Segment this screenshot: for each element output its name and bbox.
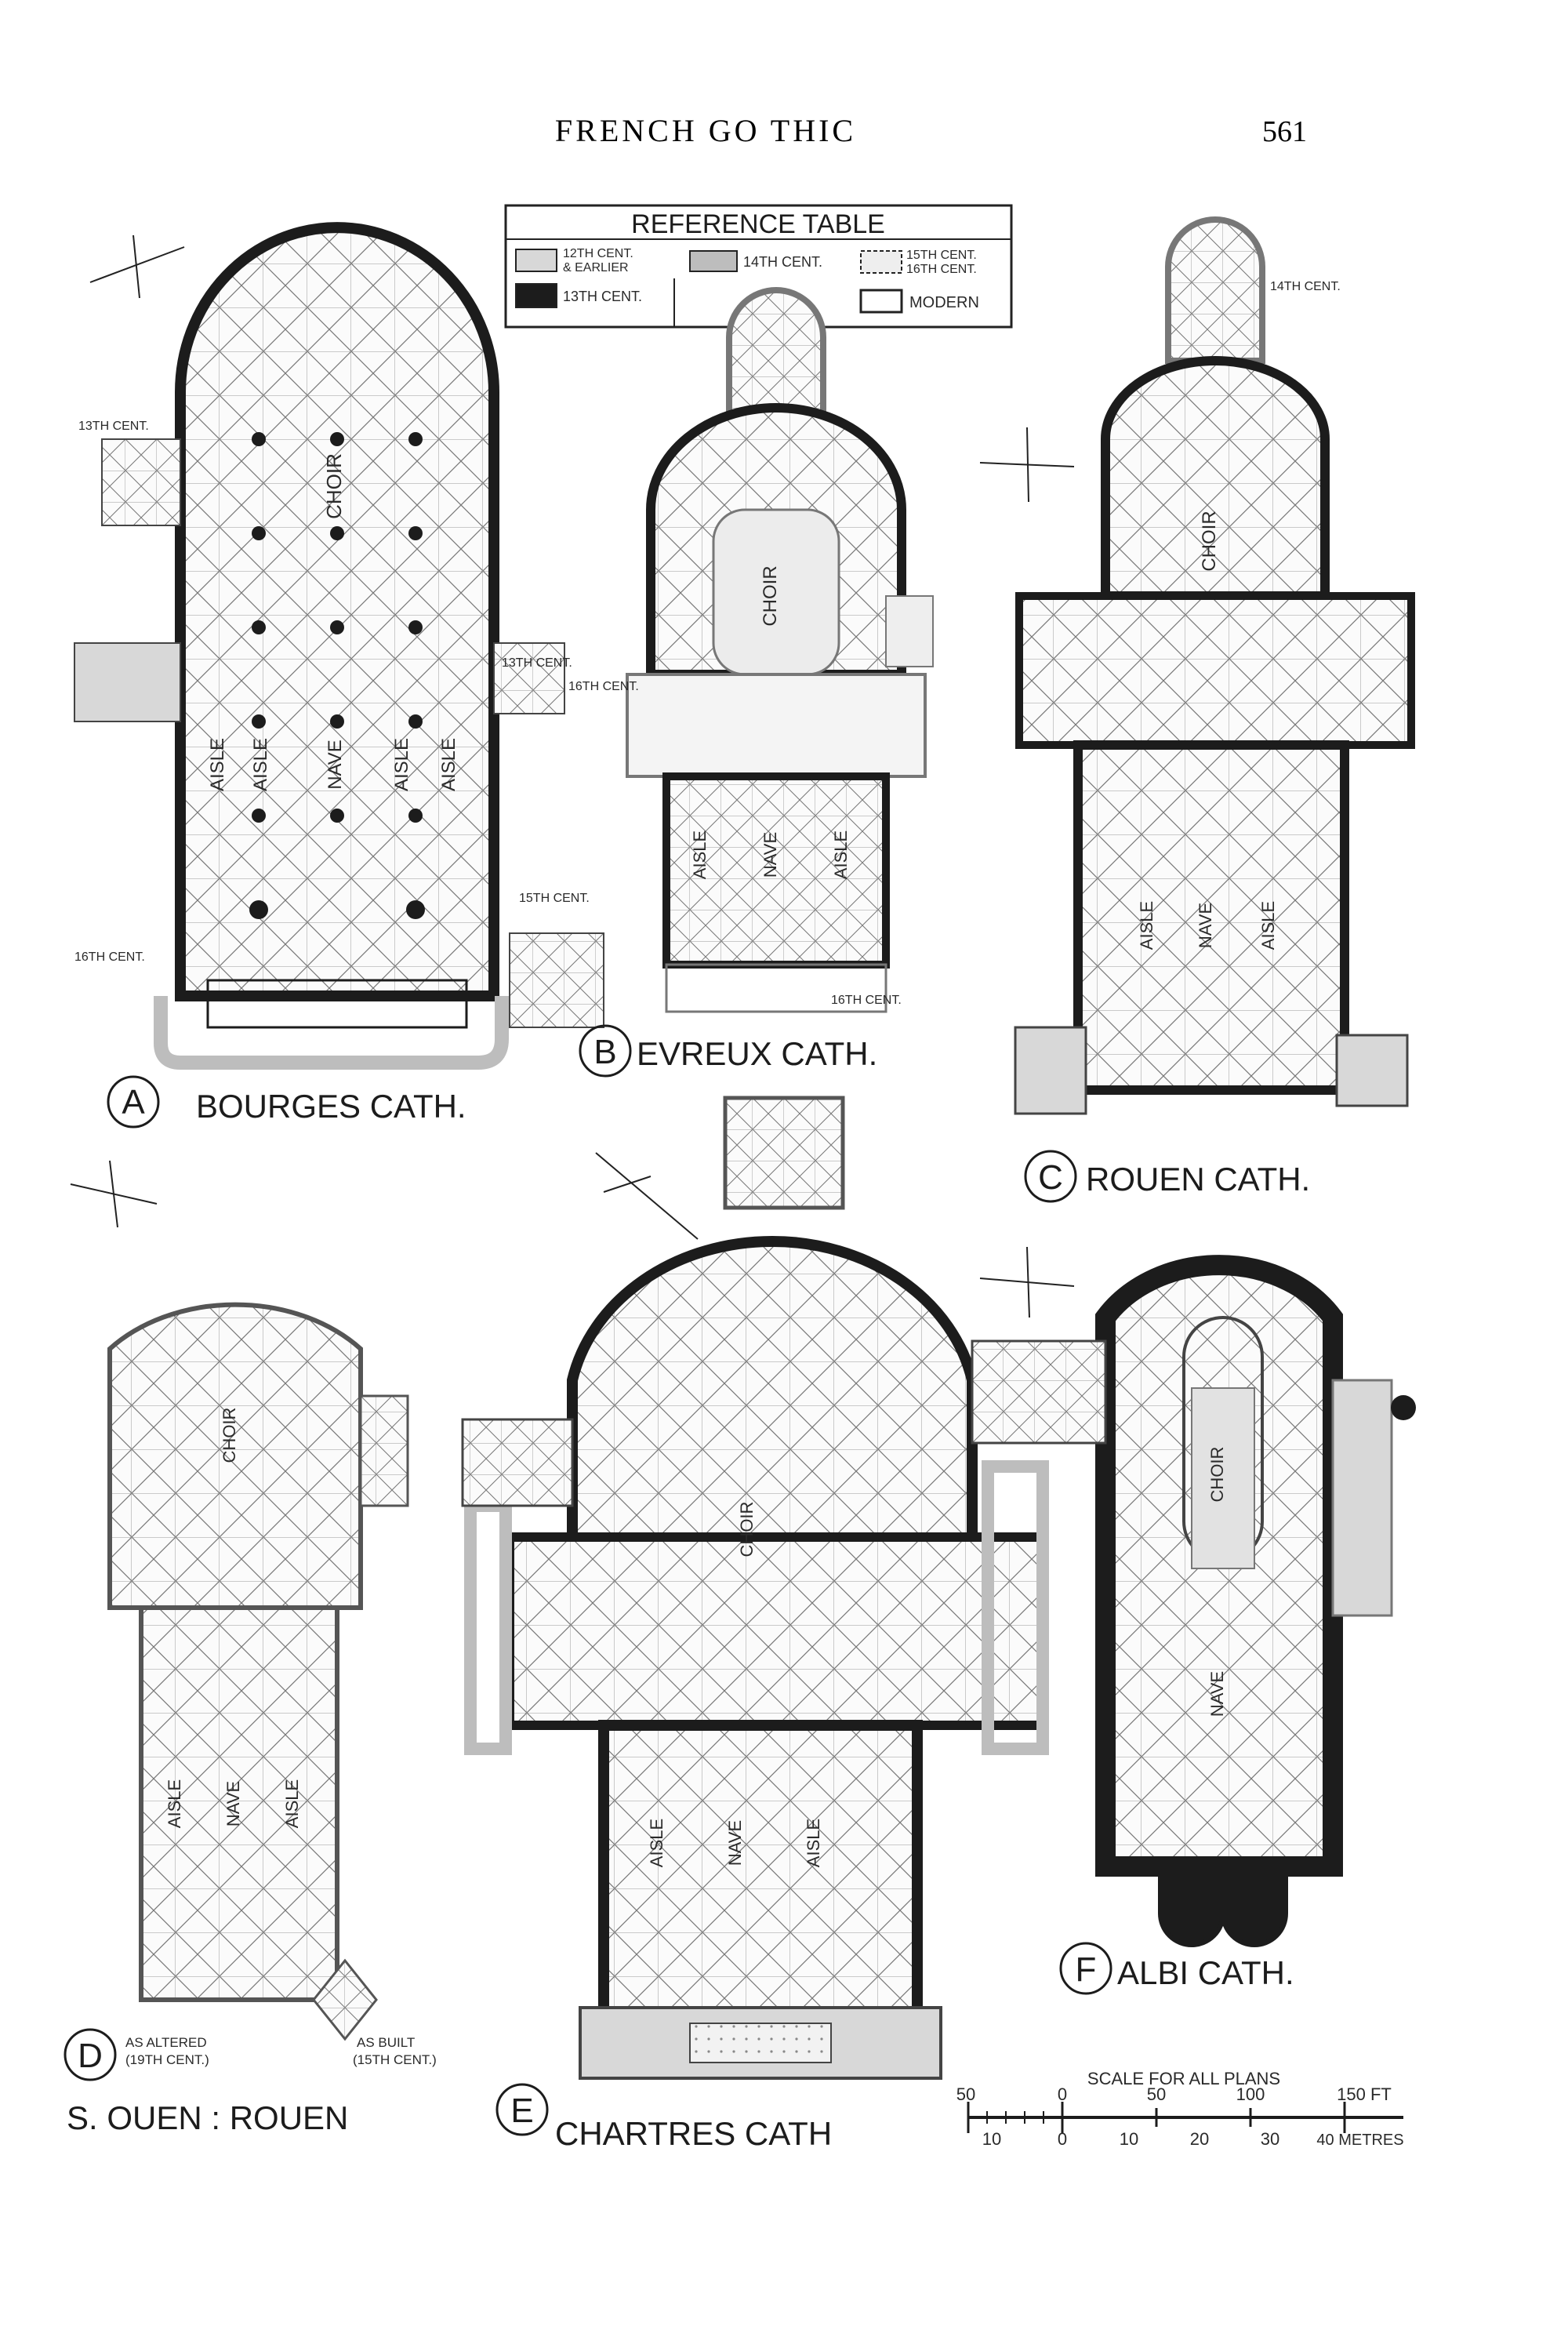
scale-m-30: 30 [1261,2129,1279,2149]
scale-title: SCALE FOR ALL PLANS [1087,2069,1280,2088]
swatch-13th-cent [515,283,557,308]
plan-e-letter: E [510,2092,533,2130]
rouen-choir-label: CHOIR [1199,511,1220,571]
souen-note-1: AS ALTERED [125,2035,207,2050]
plan-c-marker [1024,1150,1077,1203]
plan-c-letter: C [1038,1158,1063,1197]
page-number: 561 [1262,115,1307,148]
bourges-nave-label: NAVE [325,740,346,790]
legend-12th-line1: 12TH CENT. [563,247,633,260]
plan-a-bourges: CHOIR AISLE AISLE NAVE AISLE AISLE 13TH … [74,222,604,1129]
plan-a-name: BOURGES CATH. [196,1088,466,1125]
plan-b-marker [579,1024,632,1078]
rouen-aisle-1: AISLE [1137,901,1156,950]
bourges-aisle-4: AISLE [438,738,459,791]
scale-ft-150: 150 FT [1337,2084,1392,2104]
plan-f-marker [1059,1942,1112,1995]
plan-b-evreux: CHOIR AISLE NAVE AISLE 16TH CENT. 16TH C… [568,287,934,1078]
scale-m-10-left: 10 [982,2129,1001,2149]
plan-f-name: ALBI CATH. [1117,1954,1294,1991]
page-title: FRENCH GO THIC [555,113,856,148]
rouen-nave-label: NAVE [1196,903,1215,948]
souen-note-4: (15TH CENT.) [353,2052,437,2067]
souen-aisle-1: AISLE [165,1779,184,1828]
legend-12th-line2: & EARLIER [563,261,629,274]
plan-e-chartres: CHOIR AISLE NAVE AISLE E CHARTRES CATH [461,1096,1049,2152]
swatch-modern [859,289,903,314]
plan-f-letter: F [1076,1950,1097,1989]
bourges-note-1: 13TH CENT. [78,420,149,433]
plan-e-marker [495,2083,549,2136]
legend-16th: 16TH CENT. [906,263,977,276]
plan-b-name: EVREUX CATH. [637,1035,877,1072]
evreux-note-1: 16TH CENT. [568,680,639,693]
bourges-outline [175,222,499,1001]
plan-b-letter: B [593,1033,616,1071]
legend-15th: 15TH CENT. [906,249,977,262]
bourges-choir-label: CHOIR [322,453,346,519]
scale-bar: SCALE FOR ALL PLANS 50 0 50 100 150 FT 1… [956,2069,1404,2149]
plan-d-letter: D [78,2037,103,2075]
plan-d-marker [64,2028,117,2081]
scale-m-10: 10 [1120,2129,1138,2149]
bourges-piers [249,432,425,919]
reference-table-title: REFERENCE TABLE [631,209,885,239]
souen-choir-label: CHOIR [220,1408,239,1463]
scale-m-40: 40 METRES [1316,2132,1403,2149]
bourges-note-2: 16TH CENT. [74,950,145,964]
scale-ft-100: 100 [1236,2084,1265,2104]
evreux-choir-label: CHOIR [760,565,781,626]
plan-e-name: CHARTRES CATH [555,2115,832,2152]
legend-14th: 14TH CENT. [743,254,822,270]
souen-note-2: (19TH CENT.) [125,2052,209,2067]
north-arrow-a [89,234,185,299]
plan-c-name: ROUEN CATH. [1086,1161,1310,1198]
rouen-aisle-2: AISLE [1258,901,1278,950]
bourges-aisle-1: AISLE [207,738,228,791]
chartres-aisle-2: AISLE [804,1819,823,1867]
chartres-aisle-1: AISLE [647,1819,666,1867]
plan-a-marker [107,1075,160,1129]
legend-13th: 13TH CENT. [563,289,642,304]
plan-d-s-ouen: CHOIR AISLE NAVE AISLE AS ALTERED (19TH … [64,1160,437,2136]
plan-c-rouen: CHOIR AISLE NAVE AISLE 14TH CENT. C ROUE… [979,216,1415,1203]
chartres-choir-label: CHOIR [737,1502,757,1557]
swatch-12th-cent [515,249,557,272]
chartres-nave-label: NAVE [725,1820,745,1866]
swatch-15th-16th-cent [860,250,902,274]
albi-choir-label: CHOIR [1207,1447,1227,1503]
legend-modern: MODERN [909,294,979,311]
scale-m-20: 20 [1190,2129,1209,2149]
albi-nave-label: NAVE [1207,1671,1227,1717]
swatch-14th-cent [689,250,738,272]
bourges-aisle-3: AISLE [391,738,412,791]
souen-aisle-2: AISLE [282,1779,302,1828]
evreux-aisle-1: AISLE [690,830,710,879]
evreux-note-2: 16TH CENT. [831,994,902,1007]
evreux-aisle-2: AISLE [831,830,851,879]
souen-note-3: AS BUILT [357,2035,415,2050]
bourges-note-3: 15TH CENT. [519,892,590,905]
scale-ft-0: 0 [1058,2084,1067,2104]
plan-d-name: S. OUEN : ROUEN [67,2099,348,2136]
scale-ft-50-left: 50 [956,2084,975,2104]
plan-f-albi: CHOIR NAVE F ALBI CATH. [971,1246,1416,1995]
souen-nave-label: NAVE [223,1781,243,1826]
bourges-note-4: 13TH CENT. [502,656,572,670]
rouen-note-1: 14TH CENT. [1270,280,1341,293]
evreux-nave-label: NAVE [760,832,780,878]
plan-a-letter: A [122,1083,145,1121]
bourges-aisle-2: AISLE [250,738,271,791]
scale-m-0: 0 [1058,2129,1067,2149]
scale-ft-50: 50 [1147,2084,1166,2104]
